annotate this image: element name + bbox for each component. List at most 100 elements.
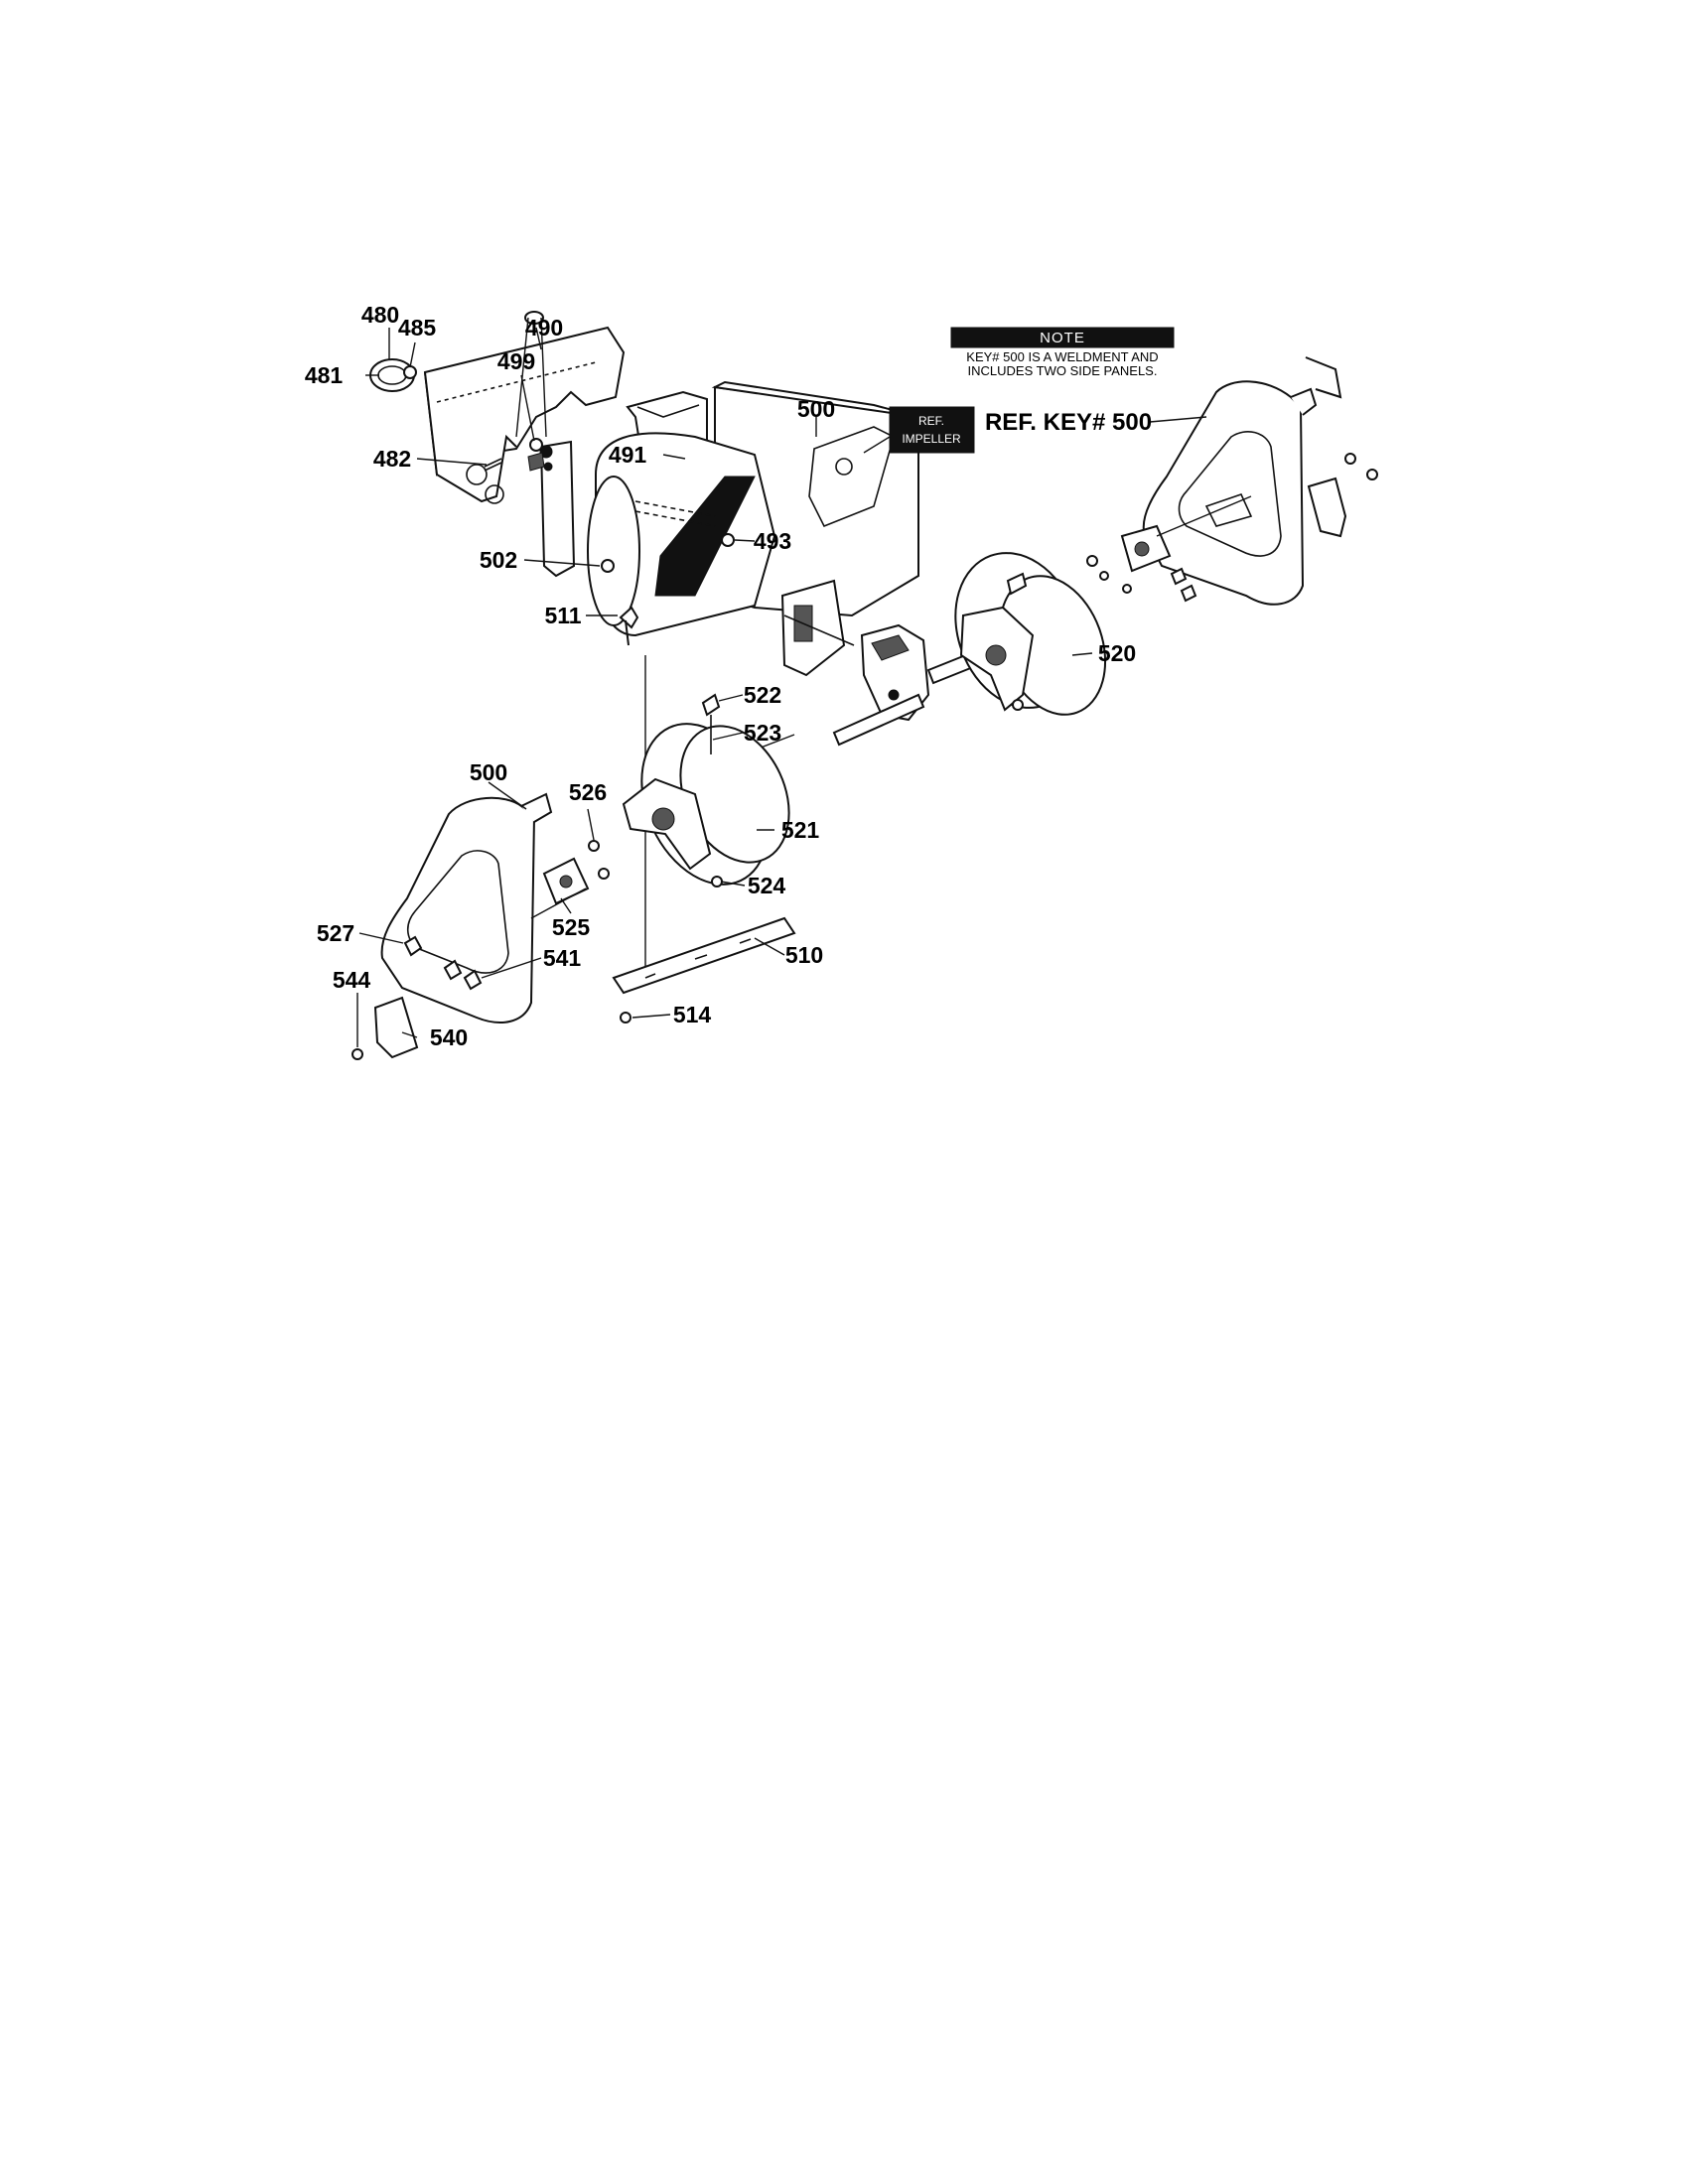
housing-window <box>808 426 895 528</box>
lead-524 <box>720 881 746 887</box>
chute-gear-491 <box>527 452 545 472</box>
knob-485 <box>403 365 417 379</box>
note-line-2: INCLUDES TWO SIDE PANELS. <box>968 363 1158 378</box>
note-title: NOTE <box>1040 330 1085 346</box>
label-491: 491 <box>609 442 647 468</box>
right-side-panel <box>1086 356 1378 606</box>
lead-523 <box>712 732 744 741</box>
label-523: 523 <box>744 720 781 746</box>
label-480: 480 <box>361 302 399 328</box>
bracket-bolt <box>539 445 553 459</box>
lead-520 <box>1071 652 1093 656</box>
bolt-522 <box>701 693 721 717</box>
bolt-511 <box>619 606 639 629</box>
label-544: 544 <box>333 967 371 993</box>
gearbox-top <box>871 634 910 661</box>
auger-520-bolt-top <box>1006 572 1028 596</box>
note-box: NOTE KEY# 500 IS A WELDMENT AND INCLUDES… <box>950 327 1175 378</box>
label-510: 510 <box>785 942 823 968</box>
left-side-panel <box>351 792 610 1060</box>
right-skid-shoe <box>1307 477 1347 538</box>
leader-lines <box>356 327 1207 1047</box>
skid-shoe-540 <box>373 996 419 1059</box>
label-525: 525 <box>552 914 591 940</box>
shave-plate-slots <box>644 938 752 979</box>
right-panel-top-edge <box>1305 356 1342 399</box>
lead-526 <box>587 808 595 841</box>
impeller-hidden-lines <box>634 500 716 527</box>
label-524: 524 <box>748 873 786 898</box>
auger-housing-500 <box>587 380 919 646</box>
note-line-1: KEY# 500 IS A WELDMENT AND <box>966 349 1158 364</box>
auger-520-nut-bottom <box>1012 699 1024 711</box>
housing-hole <box>466 464 488 485</box>
label-521: 521 <box>781 817 820 843</box>
shaft-end <box>783 614 855 646</box>
chute-rim <box>636 404 700 418</box>
lead-540 <box>401 1031 418 1038</box>
label-499: 499 <box>497 348 535 374</box>
label-541: 541 <box>543 945 582 971</box>
label-514: 514 <box>673 1002 712 1027</box>
label-527: 527 <box>317 920 354 946</box>
lead-527 <box>358 932 404 944</box>
lead-525 <box>560 897 572 914</box>
auger-shaft-left <box>832 693 925 747</box>
right-bolt-1 <box>1180 584 1197 603</box>
auger-521 <box>622 693 790 887</box>
left-assembly-axis <box>530 887 587 919</box>
right-nut-1 <box>1099 571 1109 581</box>
left-panel-outline <box>380 796 536 1024</box>
bearing-flange-525-hub <box>559 875 573 888</box>
lead-510 <box>754 937 785 956</box>
lead-493 <box>734 539 756 542</box>
lead-522 <box>718 694 744 702</box>
right-assembly-axis <box>1156 495 1252 537</box>
part-labels: 480 485 490 499 481 482 491 500 493 502 … <box>305 302 1152 1050</box>
right-nut-2 <box>1122 584 1132 594</box>
right-bearing-hub <box>1134 541 1150 557</box>
lead-514 <box>632 1014 671 1019</box>
left-panel-flange <box>520 792 553 823</box>
nut-502 <box>601 559 615 573</box>
label-481: 481 <box>305 362 344 388</box>
bolt-541 <box>443 959 463 981</box>
lead-ref-key-500 <box>1149 416 1207 423</box>
label-500-top: 500 <box>797 396 835 422</box>
label-520: 520 <box>1098 640 1136 666</box>
housing-hub <box>835 458 853 476</box>
bolt-541-b <box>463 969 483 991</box>
ref-impeller-callout: REF. IMPELLER <box>863 406 975 454</box>
housing-side-plate <box>424 371 517 503</box>
lead-541 <box>481 957 542 979</box>
nut-514 <box>620 1012 632 1024</box>
lead-500-left <box>488 781 527 810</box>
spring-pin-482 <box>484 458 502 472</box>
right-washer <box>1086 555 1098 567</box>
nut-526 <box>588 840 600 852</box>
nut-524 <box>711 876 723 887</box>
label-482: 482 <box>373 446 411 472</box>
right-panel-cutout <box>1178 431 1282 557</box>
label-485: 485 <box>398 315 437 341</box>
bracket-bolt-2 <box>543 462 553 472</box>
bolt-511-shank <box>625 619 630 646</box>
lead-485 <box>409 341 416 368</box>
label-493: 493 <box>754 528 791 554</box>
gearbox-assembly <box>644 579 985 978</box>
lead-502 <box>523 559 601 567</box>
bolt-527 <box>403 935 423 957</box>
nut-526-b <box>598 868 610 880</box>
label-ref-key-500: REF. KEY# 500 <box>985 409 1152 436</box>
label-522: 522 <box>744 682 781 708</box>
lead-499 <box>520 374 535 442</box>
ref-impeller-line-2: IMPELLER <box>902 432 961 446</box>
nut-544 <box>351 1048 363 1060</box>
right-panel-outline <box>1142 380 1305 606</box>
auger-521-hub <box>651 807 675 831</box>
label-540: 540 <box>430 1024 468 1050</box>
cap-490 <box>524 311 544 325</box>
right-skid-nut-1 <box>1344 453 1356 465</box>
lead-491 <box>662 454 686 460</box>
label-500-left: 500 <box>470 759 507 785</box>
